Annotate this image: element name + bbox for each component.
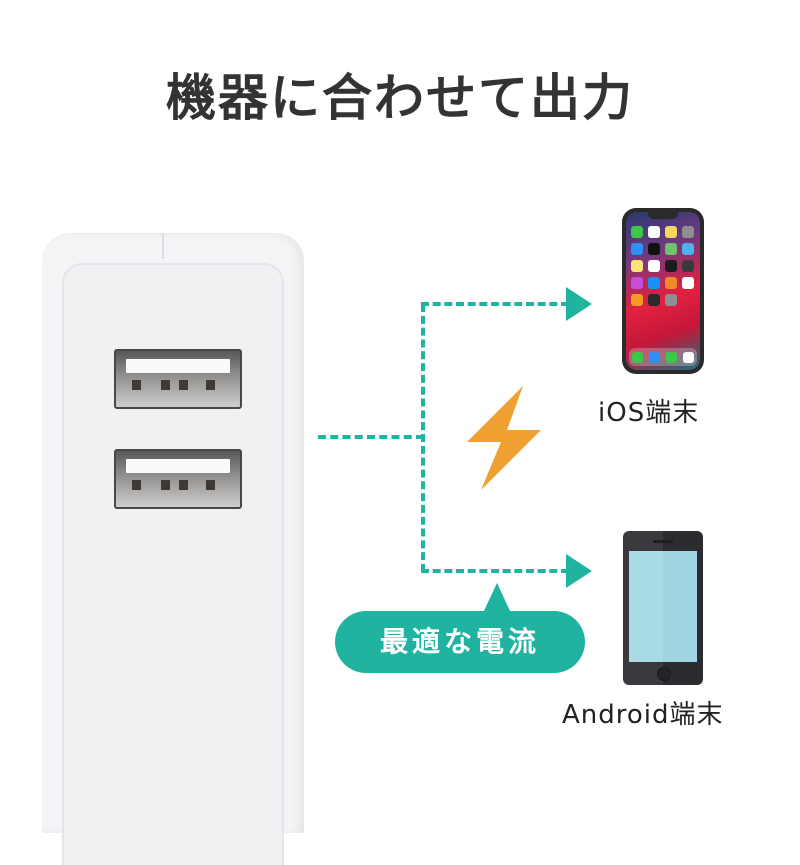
app-icon — [649, 351, 660, 363]
connector-line-to-ios — [421, 302, 569, 306]
app-grid — [631, 226, 695, 306]
arrow-right-icon — [566, 554, 592, 588]
optimal-current-callout: 最適な電流 — [335, 611, 585, 673]
usb-pin — [206, 480, 215, 490]
app-icon — [682, 243, 694, 255]
app-icon — [632, 351, 643, 363]
app-icon — [648, 260, 660, 272]
iphone-icon — [622, 208, 704, 374]
app-icon — [648, 294, 660, 306]
app-icon — [631, 277, 643, 289]
app-icon — [665, 260, 677, 272]
app-icon — [648, 277, 660, 289]
charger-seam — [162, 233, 164, 259]
usb-port-icon — [114, 349, 242, 409]
usb-charger — [42, 233, 304, 865]
connector-line-from-charger — [318, 435, 424, 439]
app-icon — [665, 243, 677, 255]
app-icon — [683, 351, 694, 363]
usb-pin — [161, 480, 170, 490]
android-phone-icon — [623, 531, 703, 685]
lightning-bolt-icon — [467, 386, 541, 490]
app-icon — [665, 294, 677, 306]
usb-pin — [132, 380, 141, 390]
phone-screen — [629, 551, 697, 662]
callout-pointer — [483, 583, 511, 613]
app-icon — [631, 243, 643, 255]
usb-pin — [179, 480, 188, 490]
app-icon — [631, 294, 643, 306]
phone-speaker — [653, 540, 673, 543]
usb-pin — [161, 380, 170, 390]
page-title: 機器に合わせて出力 — [166, 69, 634, 127]
usb-tongue — [126, 459, 230, 473]
app-icon — [665, 277, 677, 289]
usb-pin — [179, 380, 188, 390]
usb-tongue — [126, 359, 230, 373]
app-icon — [682, 277, 694, 289]
app-dock — [629, 348, 697, 366]
usb-port-icon — [114, 449, 242, 509]
connector-trunk — [421, 304, 425, 572]
usb-pin — [132, 480, 141, 490]
usb-pin — [206, 380, 215, 390]
ios-device-label: iOS端末 — [598, 398, 700, 428]
app-icon — [682, 260, 694, 272]
app-icon — [665, 226, 677, 238]
iphone-notch — [648, 212, 678, 219]
app-icon — [648, 243, 660, 255]
app-icon — [666, 351, 677, 363]
iphone-screen — [626, 212, 700, 370]
connector-line-to-android — [421, 569, 569, 573]
app-icon — [682, 226, 694, 238]
home-button — [657, 667, 671, 681]
app-icon — [648, 226, 660, 238]
arrow-right-icon — [566, 287, 592, 321]
app-icon — [631, 226, 643, 238]
android-device-label: Android端末 — [562, 700, 724, 730]
app-icon — [631, 260, 643, 272]
